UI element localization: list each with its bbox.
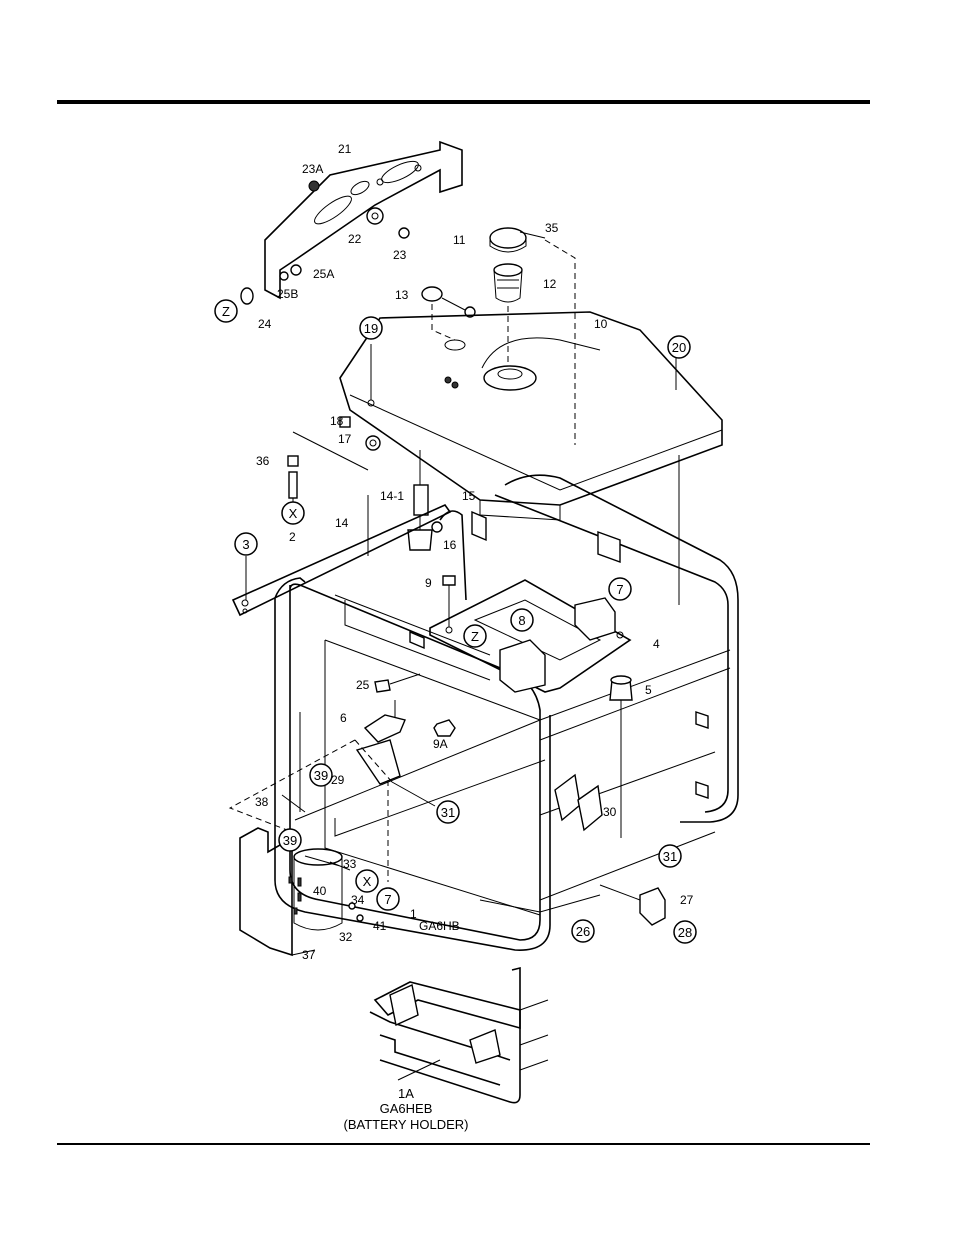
callout-31-left: 31 (441, 805, 455, 820)
label-37: 37 (302, 948, 316, 962)
label-15: 15 (462, 489, 476, 503)
label-5: 5 (645, 683, 652, 697)
callout-circle-X-top: X (282, 502, 304, 524)
callout-circle-31-right: 31 (659, 845, 681, 867)
callout-39-top: 39 (314, 768, 328, 783)
label-9: 9 (425, 576, 432, 590)
label-38: 38 (255, 795, 269, 809)
washer-24 (241, 288, 253, 304)
nut-9A (434, 720, 455, 736)
callout-circle-X-bottom: X (356, 870, 378, 892)
label-22: 22 (348, 232, 362, 246)
label-11: 11 (453, 233, 466, 247)
callout-3: 3 (242, 537, 249, 552)
label-40: 40 (313, 884, 327, 898)
label-10: 10 (594, 317, 608, 331)
fuel-hose-15 (440, 511, 486, 600)
callout-31-right: 31 (663, 849, 677, 864)
support-30 (555, 775, 602, 830)
label-model-main: GA6HB (419, 919, 460, 933)
washer-25B (280, 272, 288, 280)
label-12: 12 (543, 277, 557, 291)
callout-Z-mid: Z (471, 629, 479, 644)
label-6: 6 (340, 711, 347, 725)
label-16: 16 (443, 538, 457, 552)
callout-X-top: X (289, 506, 298, 521)
label-24: 24 (258, 317, 272, 331)
callout-circle-31-left: 31 (437, 801, 459, 823)
label-21: 21 (338, 142, 352, 156)
callout-circle-8: 8 (511, 609, 533, 631)
callout-circle-28: 28 (674, 921, 696, 943)
callout-circle-26: 26 (572, 920, 594, 942)
label-1: 1 (410, 907, 417, 921)
label-34: 34 (351, 893, 365, 907)
callout-19: 19 (364, 321, 378, 336)
callout-circle-Z-mid: Z (464, 625, 486, 647)
plate-29 (230, 740, 435, 835)
label-36: 36 (256, 454, 270, 468)
label-14-1: 14-1 (380, 489, 404, 503)
label-35: 35 (545, 221, 559, 235)
label-1A: 1A (398, 1086, 414, 1101)
callout-20: 20 (672, 340, 686, 355)
nut-23A (309, 181, 319, 191)
holder-bracket-27 (600, 885, 665, 925)
label-30: 30 (603, 805, 617, 819)
callout-circle-3: 3 (235, 533, 257, 555)
fuel-strainer-12 (494, 264, 522, 302)
label-41: 41 (373, 919, 387, 933)
bolt-25 (375, 674, 420, 692)
callout-26: 26 (576, 924, 590, 939)
label-model-battery: GA6HEB (380, 1101, 433, 1116)
label-9A: 9A (433, 737, 448, 751)
callout-7-right: 7 (616, 582, 623, 597)
callout-8: 8 (518, 613, 525, 628)
label-25: 25 (356, 678, 370, 692)
callout-X-bottom: X (363, 874, 372, 889)
label-18: 18 (330, 414, 344, 428)
callout-circle-39-bottom: 39 (279, 829, 301, 851)
callout-39-bottom: 39 (283, 833, 297, 848)
label-25B: 25B (277, 287, 298, 301)
bolt-23 (399, 228, 409, 238)
callout-circle-7-left: 7 (377, 888, 399, 910)
label-32: 32 (339, 930, 353, 944)
callout-7-left: 7 (384, 892, 391, 907)
label-23A: 23A (302, 162, 323, 176)
label-2: 2 (289, 530, 296, 544)
label-33: 33 (343, 857, 357, 871)
leader-38 (282, 712, 305, 812)
grommet-22 (367, 208, 383, 224)
label-4: 4 (653, 637, 660, 651)
callout-Z-left: Z (222, 304, 230, 319)
label-battery-holder: (BATTERY HOLDER) (344, 1117, 469, 1132)
label-27: 27 (680, 893, 694, 907)
label-23: 23 (393, 248, 407, 262)
callout-circle-7-right: 7 (609, 578, 631, 600)
callout-circle-19: 19 (360, 317, 382, 339)
callout-circle-39-top: 39 (310, 764, 332, 786)
mount-bracket-6 (365, 700, 405, 742)
callout-circle-Z-left: Z (215, 300, 237, 322)
cushion-36 (288, 432, 368, 505)
label-25A: 25A (313, 267, 334, 281)
bolt-9 (443, 576, 455, 627)
nut-25A (291, 265, 301, 275)
fuel-tank (340, 304, 722, 520)
fuel-gauge-13 (422, 287, 475, 317)
engine-base-4 (430, 580, 630, 692)
fuel-cap-11 (490, 228, 526, 252)
callout-28: 28 (678, 925, 692, 940)
label-13: 13 (395, 288, 409, 302)
nut-17 (366, 436, 380, 450)
label-14: 14 (335, 516, 349, 530)
battery-holder-1A (370, 968, 548, 1103)
callout-circle-20: 20 (668, 336, 690, 358)
label-17: 17 (338, 432, 352, 446)
label-29: 29 (331, 773, 345, 787)
